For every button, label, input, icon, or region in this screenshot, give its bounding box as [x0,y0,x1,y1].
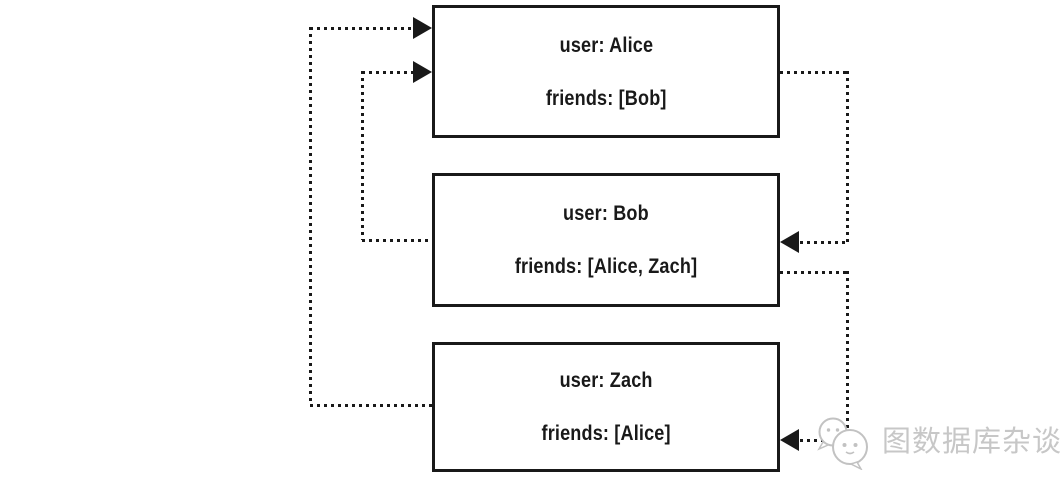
edge-alice-to-bob-arrowhead-icon [780,231,799,253]
wechat-icon [817,417,868,470]
edge-bob-to-alice-arrowhead-icon [413,61,432,83]
node-alice: user: Alice friends: [Bob] [432,5,780,138]
edge-zach-to-alice-arrowhead-icon [413,17,432,39]
watermark: 图数据库杂谈 [812,415,1060,470]
edge-alice-to-bob-vertical-segment [846,71,849,242]
edge-alice-to-bob-exit-segment [780,71,848,74]
watermark-text: 图数据库杂谈 [882,426,1060,458]
edge-bob-to-alice-entry-segment [362,71,414,74]
edge-bob-to-alice-vertical-segment [361,71,364,240]
node-bob-friends-label: friends: [Alice, Zach] [514,255,698,278]
node-bob-user-label: user: Bob [563,202,649,225]
node-zach-friends-label: friends: [Alice] [541,422,671,445]
edge-zach-to-alice-entry-segment [310,27,414,30]
node-zach: user: Zach friends: [Alice] [432,342,780,472]
edge-bob-to-alice-exit-segment [362,239,432,242]
edge-bob-to-zach-exit-segment [780,271,848,274]
edge-bob-to-zach-vertical-segment [846,271,849,440]
edge-alice-to-bob-entry-segment [800,241,848,244]
node-alice-user-label: user: Alice [559,33,653,57]
edge-bob-to-zach-arrowhead-icon [780,429,799,451]
edge-zach-to-alice-exit-segment [310,404,432,407]
node-alice-friends-label: friends: [Bob] [545,86,667,110]
edge-zach-to-alice-vertical-segment [309,27,312,405]
node-zach-user-label: user: Zach [559,369,653,392]
node-bob: user: Bob friends: [Alice, Zach] [432,173,780,307]
